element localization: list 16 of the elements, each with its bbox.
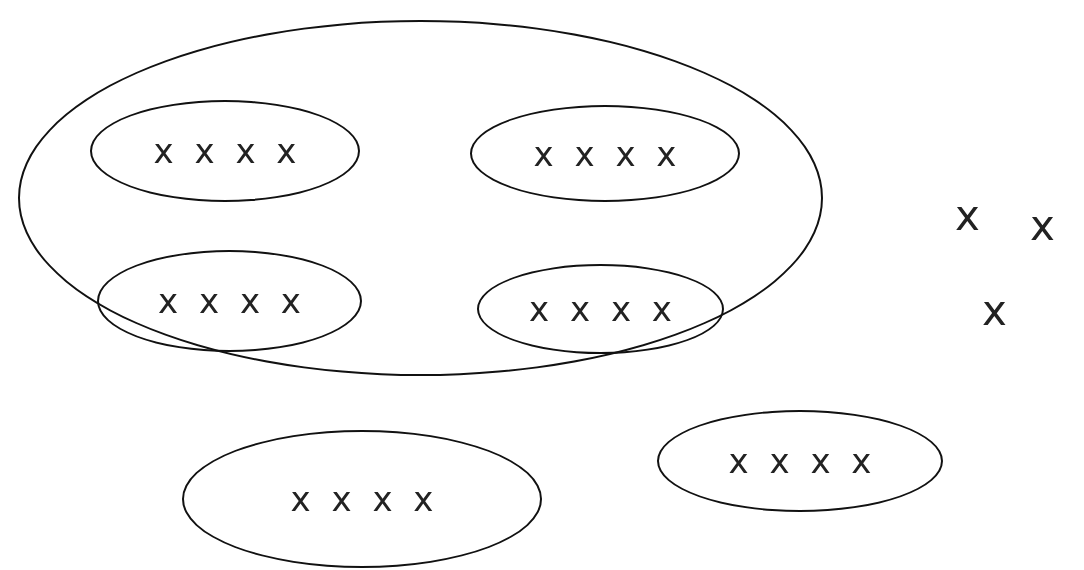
ellipse [477, 264, 724, 354]
cross-marks: x x x x [533, 136, 677, 171]
cross-mark: x [1030, 205, 1055, 247]
cross-marks: x x x x [153, 134, 297, 168]
ellipse [182, 430, 542, 568]
cross-mark: x [982, 290, 1007, 332]
cross-marks: x x x x [158, 284, 301, 318]
cross-marks: x x x x [290, 482, 434, 516]
ellipse [470, 105, 740, 202]
outer-ellipse [18, 20, 823, 376]
cross-marks: x x x x [728, 444, 872, 478]
ellipse [657, 410, 943, 512]
cross-mark: x [955, 195, 980, 237]
ellipse [97, 250, 362, 352]
cross-marks: x x x x [529, 292, 672, 326]
ellipse [90, 100, 360, 202]
